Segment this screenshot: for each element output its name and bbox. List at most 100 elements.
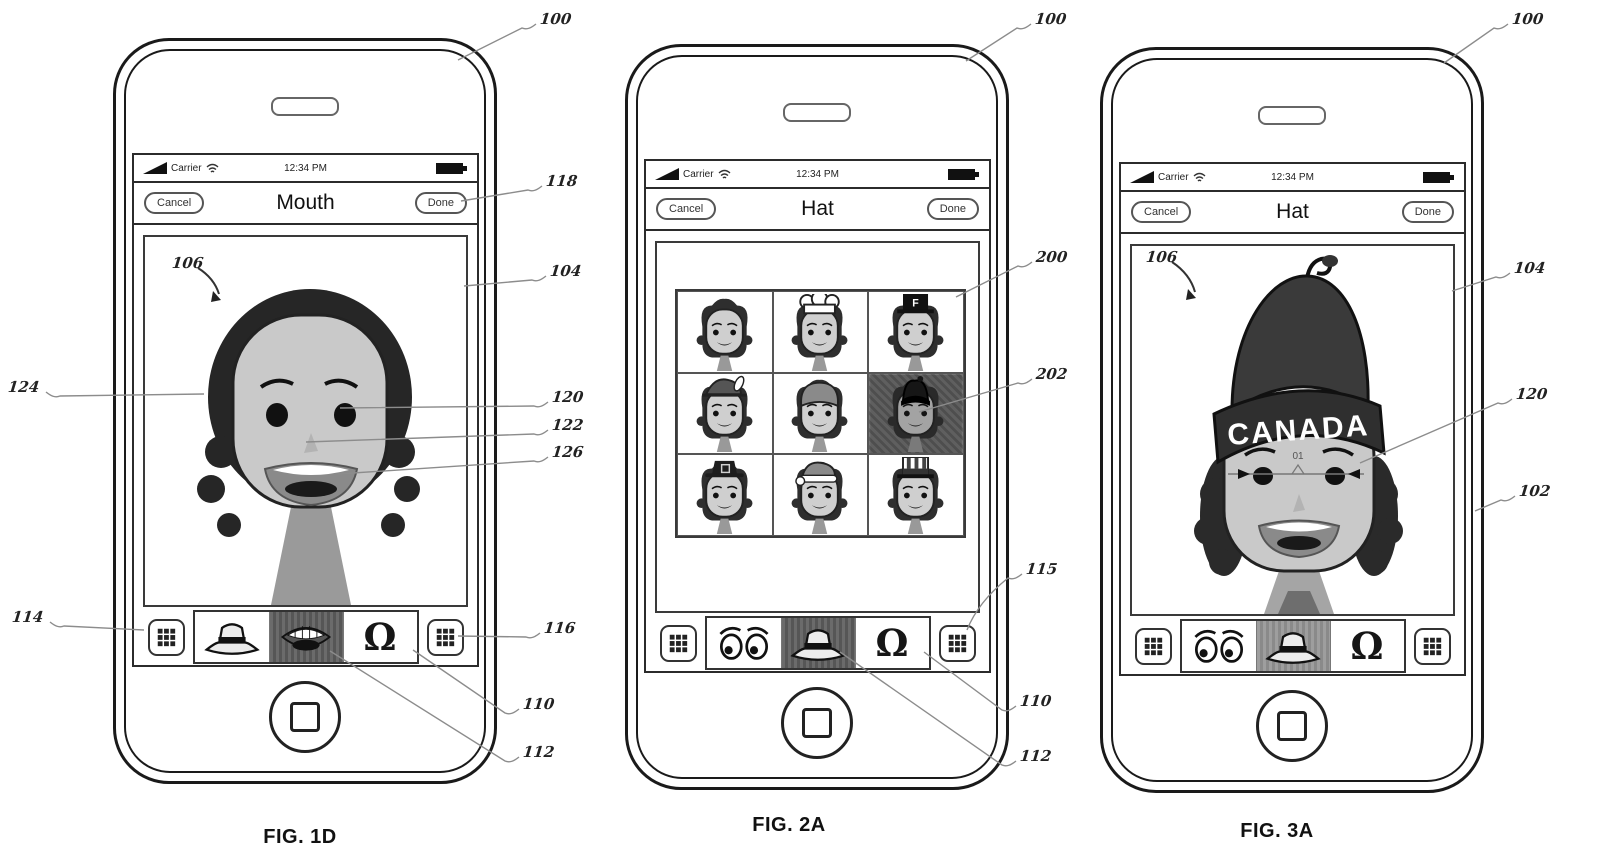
phone-screen: Carrier 12:34 PM Cancel Hat Done F: [644, 159, 991, 673]
ref-label-100-fig3a: 100: [1511, 10, 1545, 28]
hat-option-none[interactable]: [677, 291, 773, 373]
avatar-right-eye: [334, 403, 356, 427]
avatar-left-eye: [1253, 467, 1273, 485]
cancel-button[interactable]: Cancel: [144, 192, 205, 214]
status-bar: Carrier 12:34 PM: [646, 161, 989, 189]
hat-option-tyrolean[interactable]: [677, 372, 773, 455]
ref-label-200: 200: [1035, 248, 1069, 266]
home-button-square-icon: [290, 702, 320, 732]
grid-picker-button-left[interactable]: [1134, 627, 1172, 665]
signal-strength-icon: [143, 162, 167, 174]
wifi-icon: [1193, 172, 1206, 182]
wig-icon: Ω: [363, 614, 397, 659]
earpiece-speaker: [1258, 106, 1326, 125]
avatar-nose: [1293, 494, 1305, 512]
category-hat[interactable]: [195, 612, 269, 662]
grid-picker-button-left[interactable]: [659, 624, 697, 662]
hat-option-pilgrim[interactable]: [677, 454, 773, 536]
avatar-face-illustration: [197, 289, 420, 605]
status-bar: Carrier 12:34 PM: [1121, 164, 1464, 192]
ref-label-122: 122: [551, 416, 585, 434]
hat-option-cap[interactable]: [772, 372, 869, 455]
category-wig[interactable]: Ω: [1329, 621, 1404, 671]
cancel-button[interactable]: Cancel: [656, 198, 717, 220]
navigation-bar: Cancel Hat Done: [646, 189, 989, 231]
status-bar: Carrier 12:34 PM: [134, 155, 477, 183]
done-button[interactable]: Done: [1401, 201, 1454, 223]
avatar-preview-canvas: [143, 235, 468, 607]
battery-icon: [436, 162, 468, 175]
ref-label-104-fig1d: 104: [549, 262, 583, 280]
home-button-square-icon: [1277, 711, 1307, 741]
phone-screen: Carrier 12:34 PM Cancel Mouth Done: [132, 153, 479, 667]
canada-toque-hat: CANADA: [1212, 255, 1386, 465]
avatar-right-eye: [1325, 467, 1345, 485]
category-wig[interactable]: Ω: [342, 612, 417, 662]
home-button[interactable]: [781, 687, 853, 759]
eye-measure-label: 01: [1292, 451, 1304, 462]
grid-picker-button-left[interactable]: [147, 618, 185, 656]
hat-icon: [203, 615, 261, 659]
wig-icon: Ω: [1350, 623, 1384, 668]
eye-spacing-measure: 01: [1228, 451, 1364, 479]
home-button[interactable]: [1256, 690, 1328, 762]
phone-screen: Carrier 12:34 PM Cancel Hat Done: [1119, 162, 1466, 676]
avatar-with-canada-hat-illustration: CANADA 01: [1194, 255, 1403, 614]
category-wig[interactable]: Ω: [854, 618, 929, 668]
phone-device-fig2a: Carrier 12:34 PM Cancel Hat Done F: [625, 44, 1009, 790]
ref-label-110-fig2a: 110: [1019, 692, 1053, 710]
grid-picker-button-right[interactable]: [938, 624, 976, 662]
hat-option-toque-selected[interactable]: [868, 372, 964, 455]
ref-label-106-fig3a: 106: [1145, 248, 1179, 266]
ref-label-202: 202: [1035, 365, 1069, 383]
category-hat-selected[interactable]: [780, 618, 855, 668]
avatar-nose: [304, 433, 318, 453]
eyes-icon: [1190, 624, 1248, 668]
wifi-icon: [206, 163, 219, 173]
figure-caption-2a: FIG. 2A: [752, 814, 826, 836]
category-strip: Ω: [704, 616, 931, 670]
wig-icon: Ω: [875, 620, 909, 665]
category-toolbar: Ω: [646, 615, 989, 671]
category-eyes[interactable]: [1182, 621, 1256, 671]
hat-option-uncle-sam[interactable]: [868, 454, 964, 536]
ref-label-112-fig2a: 112: [1019, 747, 1053, 765]
ref-label-100-fig1d: 100: [539, 10, 573, 28]
ref-label-106-fig1d: 106: [171, 254, 205, 272]
wifi-icon: [718, 169, 731, 179]
category-strip: Ω: [192, 610, 419, 664]
ref-label-114: 114: [11, 608, 45, 626]
ref-label-120-fig1d: 120: [551, 388, 585, 406]
ref-label-124: 124: [7, 378, 41, 396]
ref-label-100-fig2a: 100: [1034, 10, 1068, 28]
clock-time: 12:34 PM: [796, 168, 839, 180]
hat-option-top-hat-f[interactable]: F: [868, 291, 964, 373]
category-mouth-selected[interactable]: [268, 612, 343, 662]
figure-caption-3a: FIG. 3A: [1240, 820, 1314, 842]
grid-picker-button-right[interactable]: [426, 618, 464, 656]
category-eyes[interactable]: [707, 618, 781, 668]
avatar-left-eye: [266, 403, 288, 427]
category-hat-selected[interactable]: [1255, 621, 1330, 671]
hat-option-santa[interactable]: [772, 454, 869, 536]
hat-options-grid: F: [675, 289, 966, 538]
hat-option-chef[interactable]: [772, 291, 869, 373]
home-button[interactable]: [269, 681, 341, 753]
carrier-label: Carrier: [171, 162, 202, 174]
done-button[interactable]: Done: [414, 192, 467, 214]
ref-label-104-fig3a: 104: [1513, 259, 1547, 277]
grid-picker-button-right[interactable]: [1413, 627, 1451, 665]
avatar-mouth: [1257, 519, 1341, 559]
carrier-label: Carrier: [683, 168, 714, 180]
battery-icon: [1423, 171, 1455, 184]
phone-bezel: [636, 55, 998, 779]
carrier-cluster: Carrier: [655, 168, 731, 180]
ref-label-116: 116: [543, 619, 577, 637]
done-button[interactable]: Done: [926, 198, 979, 220]
top-hat-letter: F: [912, 297, 919, 309]
earpiece-speaker: [271, 97, 339, 116]
ref-label-118: 118: [545, 172, 579, 190]
cancel-button[interactable]: Cancel: [1131, 201, 1192, 223]
category-toolbar: Ω: [1121, 618, 1464, 674]
ref-label-120-fig3a: 120: [1515, 385, 1549, 403]
